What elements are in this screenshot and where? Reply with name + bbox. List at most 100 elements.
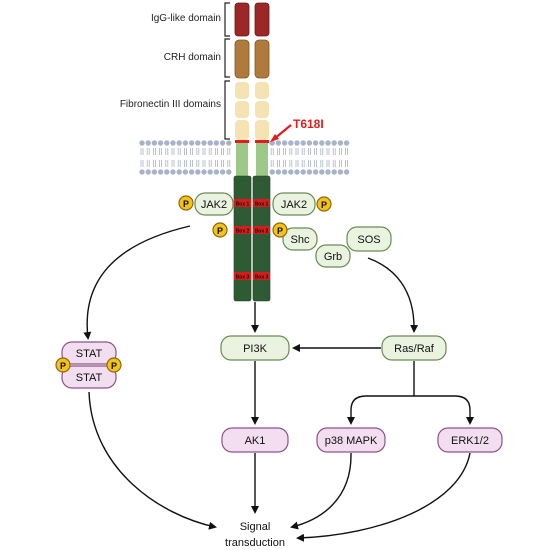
receptor-dimer: Box 1 Box 1 Box 2 Box 2 Box 3 Box 3	[233, 2, 271, 302]
lipid-head	[275, 140, 282, 146]
lipid-tail	[208, 148, 212, 155]
pi3k-label: PI3K	[243, 343, 268, 355]
box1-label-right: Box 1	[255, 202, 269, 208]
sos-label: SOS	[357, 234, 380, 246]
lipid-tail	[283, 160, 286, 167]
lipid-head	[176, 169, 182, 175]
jak2-left-node	[194, 192, 234, 216]
shc-label: Shc	[291, 234, 310, 246]
lipid-tail	[270, 160, 274, 167]
phospho-box2-right: P	[272, 222, 288, 238]
lipid-tail	[202, 148, 206, 155]
fn3-domain-right-1	[255, 82, 269, 99]
lipid-tail	[171, 160, 175, 167]
lipid-tail	[184, 148, 187, 155]
lipid-tail	[308, 148, 311, 155]
lipid-head	[151, 169, 158, 175]
receptor-chain-right	[252, 2, 271, 302]
arrow-branch-to-p38	[347, 395, 414, 425]
ak1-node	[221, 427, 289, 453]
lipid-head	[226, 140, 232, 146]
lipid-tail	[159, 160, 162, 167]
lipid-head	[331, 169, 337, 175]
lipid-tail	[314, 160, 317, 167]
lipid-tail	[196, 148, 200, 155]
lipid-head	[188, 169, 195, 175]
lipid-head	[195, 169, 201, 175]
lipid-head	[164, 169, 170, 175]
lipid-head	[306, 169, 313, 175]
phospho-stat-right: P	[106, 357, 122, 373]
lipid-tail	[301, 148, 305, 155]
mutation-site-left	[235, 140, 249, 143]
transmembrane-right	[256, 140, 268, 176]
lipid-tail	[196, 160, 200, 167]
lipid-head	[145, 140, 151, 146]
ak1-label: AK1	[245, 435, 266, 447]
lipid-tail	[140, 148, 144, 155]
arrow-jak2-to-stat	[83, 225, 191, 340]
phospho-jak2-left: P	[178, 195, 194, 211]
grb-node	[315, 244, 351, 268]
lipid-head	[312, 169, 319, 175]
lipid-tail	[221, 148, 224, 155]
lipid-head	[157, 140, 164, 146]
lipid-tail	[177, 160, 181, 167]
lipid-tail	[295, 148, 299, 155]
lipid-tail	[153, 160, 156, 167]
signal-label-line2: transduction	[225, 537, 285, 549]
ras-raf-label: Ras/Raf	[394, 343, 435, 355]
lipid-tail	[283, 148, 286, 155]
lipid-head	[343, 140, 350, 146]
phospho-label: P	[321, 200, 327, 210]
lipid-tail	[146, 148, 150, 155]
ras-raf-node	[381, 335, 447, 361]
box3-right	[253, 272, 270, 280]
lipid-head	[170, 140, 176, 146]
stat-top-label: STAT	[76, 348, 103, 360]
lipid-tail	[177, 148, 181, 155]
lipid-head	[164, 140, 170, 146]
lipid-head	[219, 140, 226, 146]
pathway-arrows	[83, 225, 474, 542]
lipid-head	[325, 140, 331, 146]
box3-label-left: Box 3	[236, 275, 250, 281]
lipid-tail	[208, 160, 212, 167]
crh-domain-left	[234, 39, 250, 79]
lipid-tail	[165, 160, 169, 167]
erk-node	[437, 427, 503, 453]
grb-label: Grb	[324, 251, 342, 263]
lipid-tail	[221, 160, 224, 167]
arrow-grb-to-rasraf	[367, 257, 419, 333]
phospho-label: P	[217, 226, 223, 236]
lipid-tail	[146, 160, 150, 167]
lipid-head	[300, 140, 306, 146]
arrow-p38-to-signal	[290, 452, 352, 530]
lipid-head	[337, 140, 344, 146]
transmembrane-left	[236, 140, 248, 176]
box1-right	[253, 199, 270, 207]
lipid-tail	[332, 148, 336, 155]
stat-bottom-node	[61, 365, 117, 389]
lipid-head	[275, 169, 282, 175]
lipid-tail	[227, 160, 231, 167]
igg-domain-left	[234, 2, 250, 37]
lipid-tail	[277, 160, 280, 167]
lipid-head	[331, 140, 337, 146]
lipid-head	[188, 140, 195, 146]
lipid-tail	[289, 148, 293, 155]
lipid-head	[170, 169, 176, 175]
lipid-tail	[326, 148, 330, 155]
lipid-tail	[345, 148, 348, 155]
lipid-head	[145, 169, 151, 175]
phospho-jak2-right: P	[316, 196, 332, 212]
p38-mapk-label: p38 MAPK	[325, 435, 378, 447]
lipid-head	[207, 169, 213, 175]
lipid-tail	[289, 160, 293, 167]
lipid-head	[195, 140, 201, 146]
lipid-tail	[339, 160, 342, 167]
arrow-branch-to-erk	[414, 395, 474, 425]
lipid-head	[294, 169, 300, 175]
lipid-tail	[295, 160, 299, 167]
box2-label-right: Box 2	[255, 229, 269, 235]
